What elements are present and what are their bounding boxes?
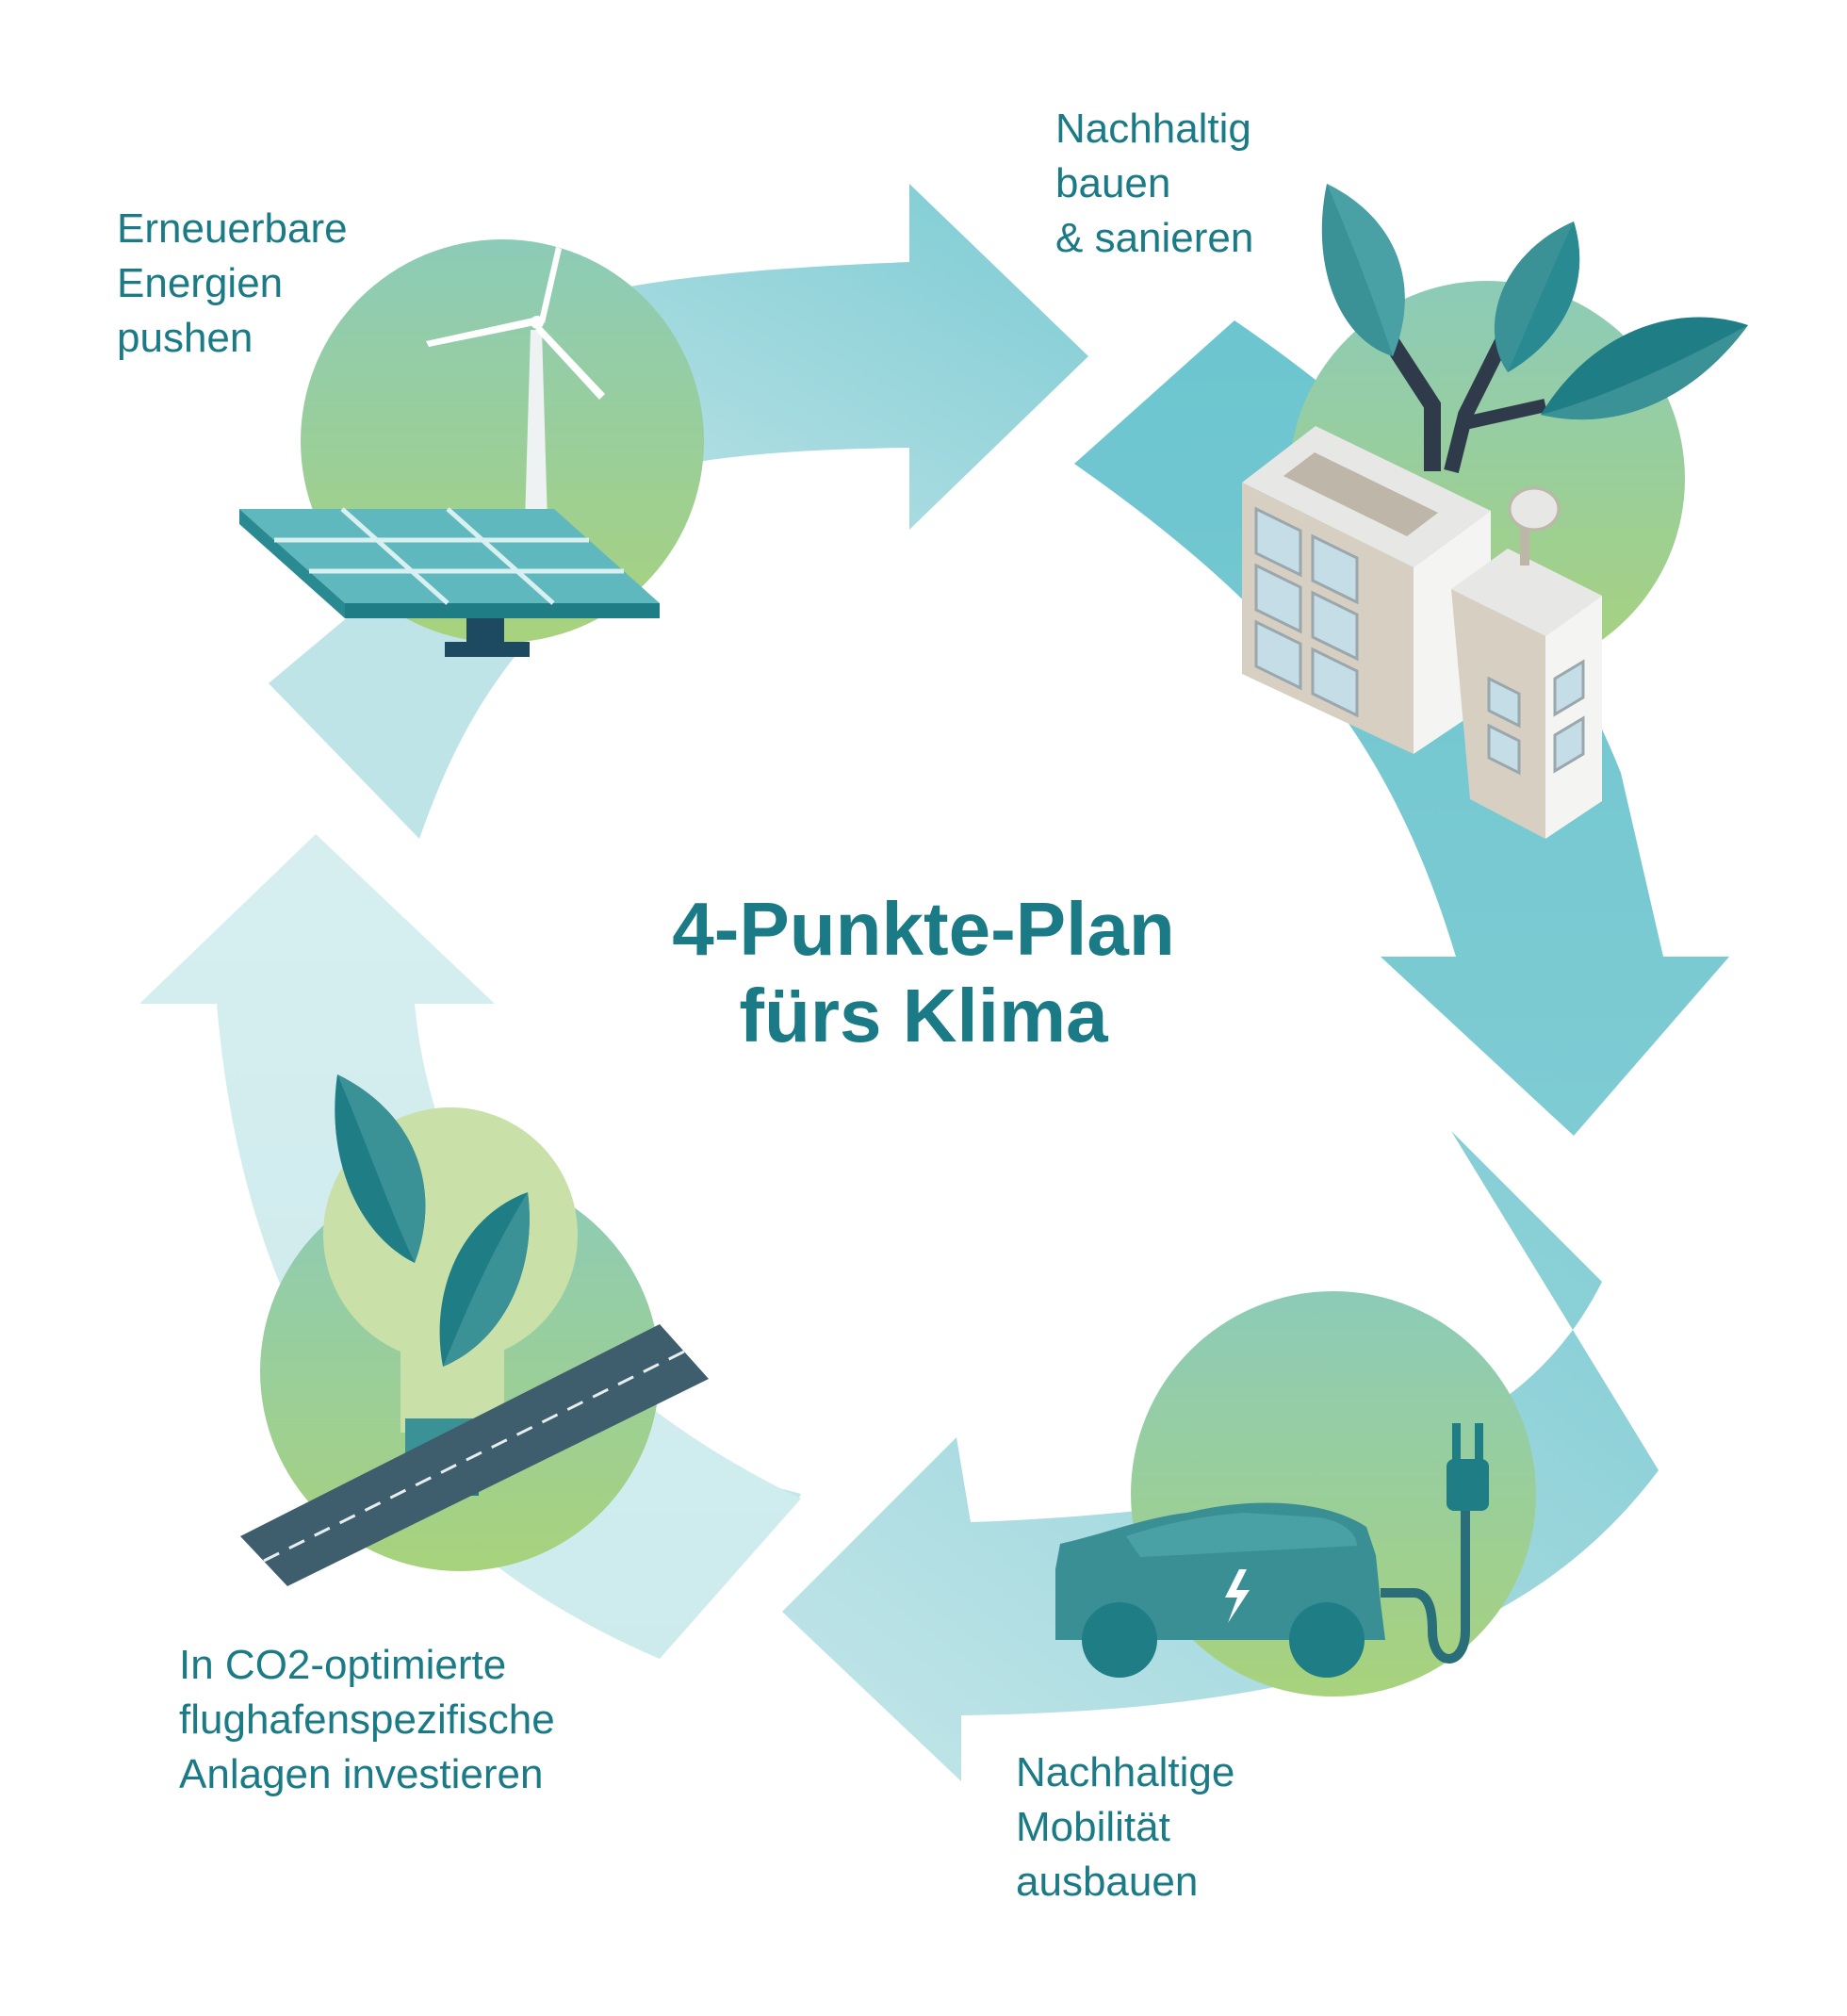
- step-label-line: Mobilität: [1016, 1804, 1170, 1850]
- wind-turbine-solar-panel-icon: [239, 239, 704, 657]
- title-line-1: 4-Punkte-Plan: [672, 887, 1175, 971]
- step-label-line: In CO2-optimierte: [179, 1642, 507, 1688]
- step-label-line: & sanieren: [1055, 215, 1254, 261]
- step-label-line: ausbauen: [1016, 1859, 1199, 1905]
- step-label-line: Anlagen investieren: [179, 1751, 544, 1797]
- step-label-renewable: Erneuerbare Energien pushen: [117, 202, 348, 366]
- lightbulb-runway-icon: [240, 1074, 709, 1586]
- step-label-line: Nachhaltige: [1016, 1749, 1235, 1795]
- step-label-line: pushen: [117, 315, 253, 361]
- page-title: 4-Punkte-Plan fürs Klima: [603, 886, 1244, 1059]
- step-label-building: Nachhaltig bauen & sanieren: [1055, 102, 1253, 266]
- step-label-airport: In CO2-optimierte flughafenspezifische A…: [179, 1638, 555, 1802]
- step-label-line: Nachhaltig: [1055, 106, 1251, 152]
- step-label-line: flughafenspezifische: [179, 1696, 555, 1743]
- step-label-line: Energien: [117, 260, 284, 306]
- step-label-line: Erneuerbare: [117, 205, 348, 252]
- electric-car-icon: [1055, 1291, 1536, 1696]
- title-line-2: fürs Klima: [739, 974, 1108, 1057]
- green-building-icon: [1242, 184, 1748, 839]
- step-label-line: bauen: [1055, 160, 1171, 206]
- step-label-mobility: Nachhaltige Mobilität ausbauen: [1016, 1746, 1234, 1909]
